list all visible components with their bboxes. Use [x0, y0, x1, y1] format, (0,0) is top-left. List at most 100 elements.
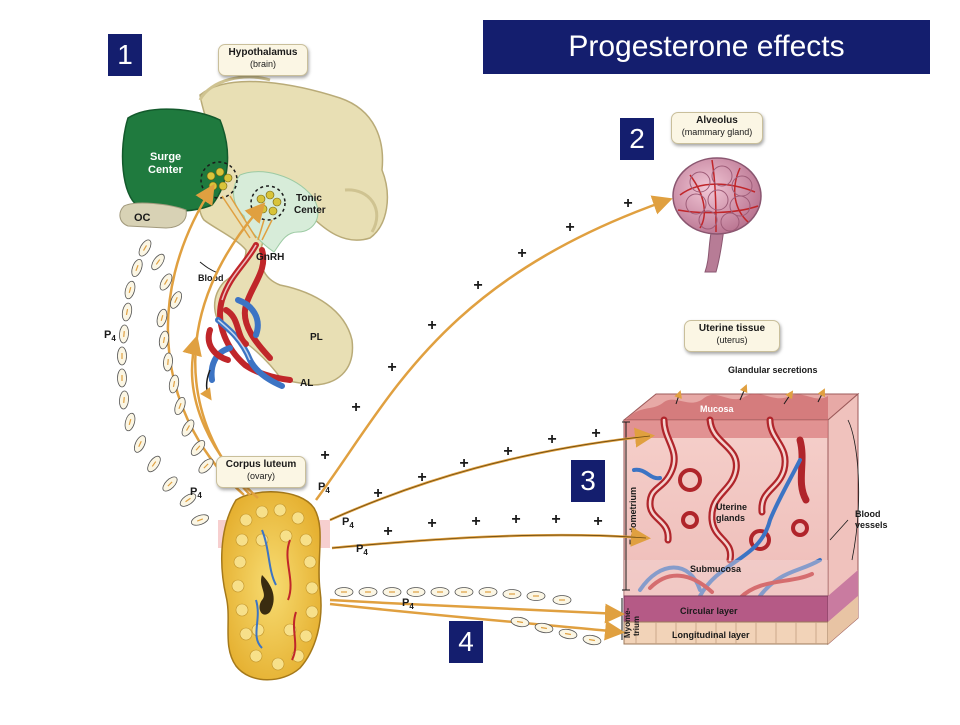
- marker-4: 4: [449, 621, 483, 663]
- p4-molecule-oval: [159, 273, 173, 291]
- p4-molecule-oval: [190, 440, 206, 456]
- uterine-tissue-tag: Uterine tissue (uterus): [684, 320, 780, 352]
- uterine-glands-label: Uterine: [716, 502, 747, 512]
- corpus-luteum-illustration: [218, 491, 330, 681]
- plus-sign: +: [547, 431, 556, 448]
- p4-molecule-oval: [170, 291, 182, 309]
- uterine-tissue-illustration: [621, 384, 860, 646]
- tonic-center-label-line2: Center: [294, 205, 326, 216]
- p4-molecule-oval: [526, 591, 546, 601]
- p4-label: P4: [190, 486, 202, 500]
- plus-sign: +: [417, 469, 426, 486]
- plus-sign: +: [551, 511, 560, 528]
- blood-label: Blood: [198, 273, 224, 283]
- marker-3: 3: [571, 460, 605, 502]
- uterine-tissue-tag-title: Uterine tissue: [698, 323, 766, 334]
- tonic-center-label: Tonic: [296, 193, 322, 204]
- surge-center-label: Surge: [150, 151, 181, 163]
- marker-2: 2: [620, 118, 654, 160]
- slide-title: Progesterone effects: [483, 20, 930, 74]
- p4-molecule-oval: [534, 622, 554, 634]
- plus-sign: +: [373, 485, 382, 502]
- plus-sign: +: [383, 523, 392, 540]
- p4-molecule-oval: [121, 302, 133, 322]
- plus-sign: +: [517, 245, 526, 262]
- p4-molecule-oval: [147, 455, 161, 473]
- p4-molecule-oval: [558, 628, 578, 640]
- p4-molecule-oval: [151, 253, 165, 271]
- uterine-labels: Glandular secretions Mucosa Endometrium …: [623, 365, 888, 640]
- submucosa-label: Submucosa: [690, 564, 742, 574]
- myometrium-label-line2: trium: [632, 616, 641, 636]
- longitudinal-layer-label: Longitudinal layer: [672, 630, 750, 640]
- p4-molecule-oval: [163, 352, 173, 372]
- p4-molecule-oval: [198, 458, 214, 474]
- plus-sign: +: [623, 195, 632, 212]
- blood-vessels-label: Blood: [855, 509, 881, 519]
- p4-molecule-oval: [358, 587, 378, 597]
- alveolus-tag-subtitle: (mammary gland): [681, 127, 753, 137]
- p4-molecule-oval: [334, 587, 354, 597]
- p4-molecule-oval: [156, 308, 168, 328]
- endometrium-label: Endometrium: [628, 487, 638, 545]
- plus-sign: +: [351, 399, 360, 416]
- gnrh-label: GnRH: [256, 252, 284, 263]
- p4-molecule-oval: [158, 330, 170, 350]
- p4-label: P4: [342, 516, 354, 530]
- p4-molecule-oval: [406, 587, 426, 597]
- plus-sign: +: [593, 513, 602, 530]
- hypothalamus-tag: Hypothalamus (brain): [218, 44, 308, 76]
- alveolus-tag-title: Alveolus: [696, 115, 738, 126]
- p4-molecule-oval: [382, 587, 402, 597]
- p4-label: P4: [402, 597, 414, 611]
- hypothalamus-illustration: [119, 75, 389, 401]
- p4-molecule-oval: [179, 493, 197, 507]
- corpus-luteum-tag: Corpus luteum (ovary): [216, 456, 306, 488]
- p4-molecule-oval: [117, 368, 127, 388]
- hypothalamus-tag-title: Hypothalamus: [228, 47, 298, 58]
- p4-molecule-oval: [478, 587, 498, 597]
- al-label: AL: [300, 378, 313, 389]
- uterine-tissue-tag-subtitle: (uterus): [716, 335, 748, 345]
- p4-molecule-oval: [582, 634, 602, 646]
- p4-molecule-oval: [191, 514, 209, 526]
- p4-molecule-oval: [502, 589, 522, 599]
- circular-layer-label: Circular layer: [680, 606, 738, 616]
- blood-vessels-label-line2: vessels: [855, 520, 888, 530]
- corpus-luteum-tag-title: Corpus luteum: [225, 459, 297, 470]
- pl-label: PL: [310, 332, 323, 343]
- hypothalamus-tag-subtitle: (brain): [249, 59, 276, 69]
- p4-molecule-oval: [134, 435, 146, 453]
- p4-molecule-oval: [168, 374, 180, 394]
- plus-sign: +: [427, 317, 436, 334]
- plus-sign: +: [320, 447, 329, 464]
- p4-molecule-oval: [430, 587, 450, 597]
- plus-sign: +: [473, 277, 482, 294]
- plus-sign: +: [511, 511, 520, 528]
- plus-sign: +: [387, 359, 396, 376]
- p4-molecule-oval: [119, 324, 129, 344]
- p4-molecule-oval: [454, 587, 474, 597]
- stimulation-plus-signs: ++++++++++++++++++++: [320, 195, 632, 540]
- plus-sign: +: [565, 219, 574, 236]
- glandular-secretions-label: Glandular secretions: [728, 365, 818, 375]
- surge-center-label-line2: Center: [148, 164, 184, 176]
- plus-sign: +: [459, 455, 468, 472]
- p4-molecule-oval: [174, 397, 186, 415]
- plus-sign: +: [503, 443, 512, 460]
- oc-label: OC: [134, 212, 151, 224]
- p4-molecule-oval: [124, 280, 136, 300]
- plus-sign: +: [591, 425, 600, 442]
- plus-sign: +: [471, 513, 480, 530]
- marker-1: 1: [108, 34, 142, 76]
- alveolus-illustration: [672, 157, 762, 273]
- p4-molecule-oval: [131, 259, 143, 277]
- myometrium-label: Myome-: [623, 607, 632, 638]
- p4-molecule-oval: [119, 390, 129, 410]
- progesterone-molecules: [117, 239, 602, 646]
- p4-molecule-oval: [510, 616, 530, 628]
- p4-molecule-oval: [181, 419, 195, 437]
- mucosa-label: Mucosa: [700, 404, 735, 414]
